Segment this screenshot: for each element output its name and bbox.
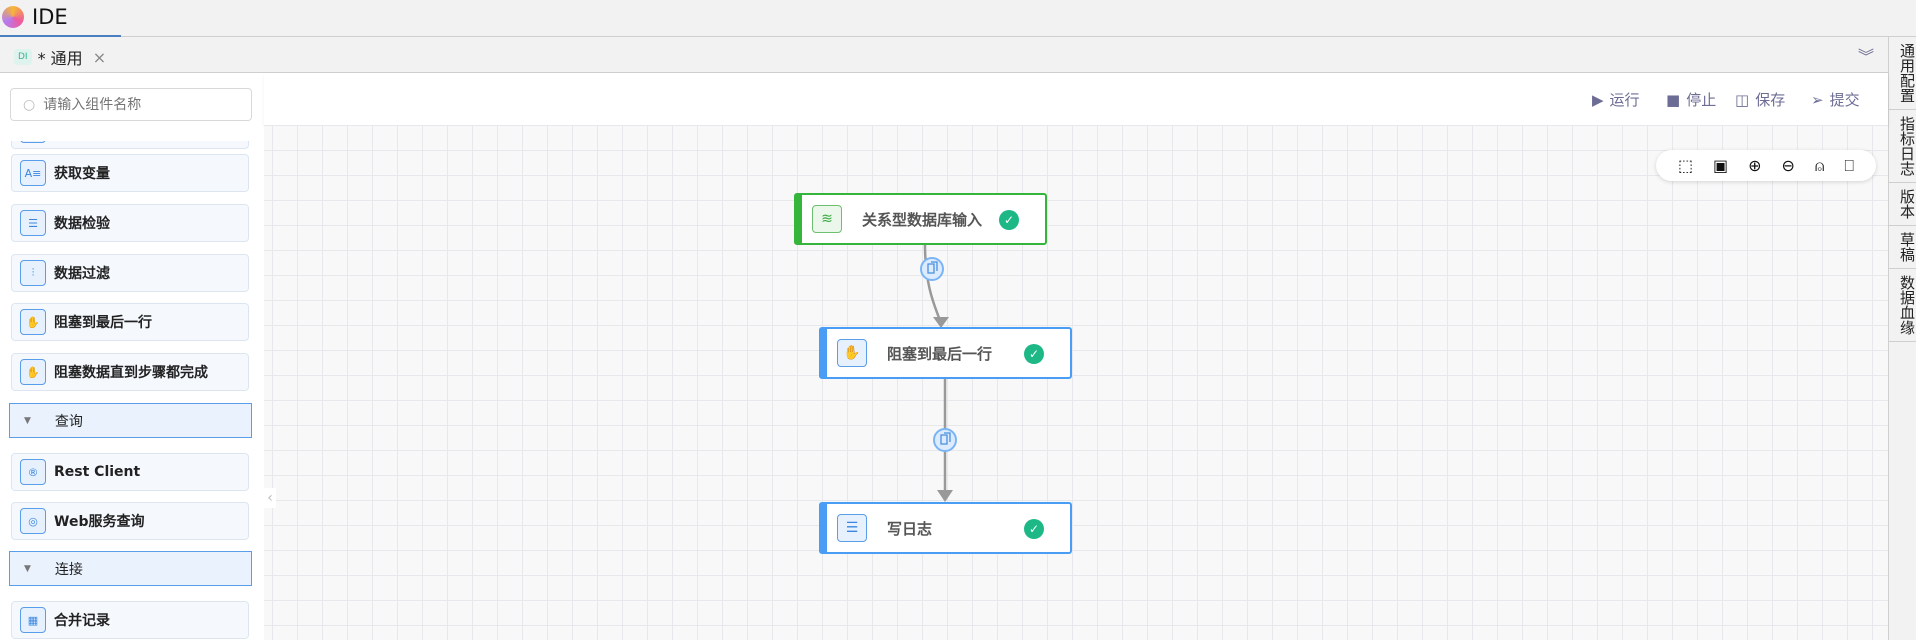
palette-item[interactable]: ▦合并记录: [11, 601, 249, 639]
log-icon: ☰: [837, 514, 867, 542]
hand-filled-icon: ✋: [20, 359, 46, 385]
app-title: IDE: [32, 5, 68, 29]
fit-icon[interactable]: ▣: [1713, 156, 1729, 175]
database-icon: ≋: [812, 205, 842, 233]
collapse-sidebar-handle[interactable]: ‹: [264, 488, 276, 508]
palette-list: (x)设置变量 A≡获取变量 ☰数据检验 ⫶数据过滤 ✋阻塞到最后一行 ✋阻塞数据直到步骤…: [0, 141, 264, 640]
action-toolbar: ▶运行 ■停止 ◫保存 ➢提交: [264, 73, 1888, 125]
merge-icon: ▦: [20, 607, 46, 633]
edge-2-arrow: [937, 490, 953, 502]
submit-button[interactable]: ➢提交: [1811, 90, 1860, 110]
run-button[interactable]: ▶运行: [1592, 90, 1640, 110]
component-palette: ○ (x)设置变量 A≡获取变量 ☰数据检验 ⫶数据过滤 ✋阻塞到最后一行 ✋阻塞数据直到…: [0, 73, 264, 640]
get-variable-icon: A≡: [20, 160, 46, 186]
filter-icon: ⫶: [20, 260, 46, 286]
right-panel-tabs: 通用配置指标日志版本草稿数据血缘: [1888, 37, 1916, 640]
edge-1-copy-icon: [920, 257, 944, 281]
close-icon[interactable]: ×: [92, 47, 107, 67]
right-tab[interactable]: 草稿: [1889, 226, 1916, 269]
tab-label: * 通用: [37, 49, 83, 68]
hand-outline-icon: ✋: [20, 309, 46, 335]
tab-general[interactable]: DI * 通用 ×: [14, 45, 106, 69]
check-icon: ✓: [999, 210, 1019, 230]
flow-canvas[interactable]: ⬚ ▣ ⊕ ⊖ ⍝ ⎕ ≋ 关系型数据库输入 ✓ ✋ 阻塞到最后一行 ✓ ☰ 写…: [264, 125, 1888, 640]
palette-group[interactable]: ▼连接: [9, 551, 252, 586]
send-icon: ➢: [1811, 90, 1824, 109]
check-icon: ✓: [1024, 344, 1044, 364]
palette-item[interactable]: ✋阻塞到最后一行: [11, 303, 249, 341]
edge-1: [923, 244, 943, 326]
canvas-tools: ⬚ ▣ ⊕ ⊖ ⍝ ⎕: [1656, 150, 1876, 181]
check-icon: ✓: [1024, 519, 1044, 539]
bookmark-icon[interactable]: ⎕: [1844, 155, 1855, 175]
caret-down-icon: ▼: [24, 415, 31, 426]
search-box[interactable]: ○: [10, 88, 252, 121]
palette-item[interactable]: A≡获取变量: [11, 154, 249, 192]
search-icon: ○: [23, 96, 36, 113]
rest-client-icon: ®: [20, 459, 46, 485]
right-tab[interactable]: 通用配置: [1889, 37, 1916, 110]
data-check-icon: ☰: [20, 210, 46, 236]
stop-button[interactable]: ■停止: [1666, 90, 1717, 110]
tab-bar: DI * 通用 × ︾: [0, 37, 1888, 73]
play-icon: ▶: [1592, 90, 1604, 109]
edges: [920, 244, 957, 502]
edge-2-copy-icon: [933, 428, 957, 452]
right-tab[interactable]: 版本: [1889, 183, 1916, 226]
caret-down-icon: ▼: [24, 563, 31, 574]
right-tab[interactable]: 指标日志: [1889, 110, 1916, 183]
right-tab[interactable]: 数据血缘: [1889, 269, 1916, 342]
zoom-in-icon[interactable]: ⊕: [1748, 156, 1762, 175]
palette-item[interactable]: ✋阻塞数据直到步骤都完成: [11, 353, 249, 391]
web-service-icon: ◎: [20, 508, 46, 534]
hand-outline-icon: ✋: [837, 339, 867, 367]
title-bar: IDE: [0, 0, 1916, 37]
locate-icon[interactable]: ⍝: [1814, 155, 1825, 175]
variable-icon: (x): [20, 141, 46, 143]
stop-icon: ■: [1666, 90, 1681, 109]
palette-group[interactable]: ▼查询: [9, 403, 252, 438]
palette-item[interactable]: (x)设置变量: [11, 141, 249, 149]
di-badge: DI: [14, 49, 32, 65]
save-icon: ◫: [1735, 90, 1750, 109]
palette-item[interactable]: ®Rest Client: [11, 453, 249, 491]
palette-item[interactable]: ◎Web服务查询: [11, 502, 249, 540]
node-block-last-row[interactable]: ✋ 阻塞到最后一行 ✓: [819, 327, 1072, 379]
edge-1-arrow: [933, 317, 949, 328]
save-button[interactable]: ◫保存: [1735, 90, 1786, 110]
palette-item[interactable]: ⫶数据过滤: [11, 254, 249, 292]
title-underline: [0, 35, 121, 37]
double-chevron-down-icon[interactable]: ︾: [1857, 47, 1874, 66]
node-write-log[interactable]: ☰ 写日志 ✓: [819, 502, 1072, 554]
zoom-out-icon[interactable]: ⊖: [1781, 156, 1795, 175]
app-logo: [2, 6, 24, 28]
node-db-input[interactable]: ≋ 关系型数据库输入 ✓: [794, 193, 1047, 245]
select-area-icon[interactable]: ⬚: [1677, 156, 1694, 175]
search-input[interactable]: [43, 96, 224, 113]
palette-item[interactable]: ☰数据检验: [11, 204, 249, 242]
